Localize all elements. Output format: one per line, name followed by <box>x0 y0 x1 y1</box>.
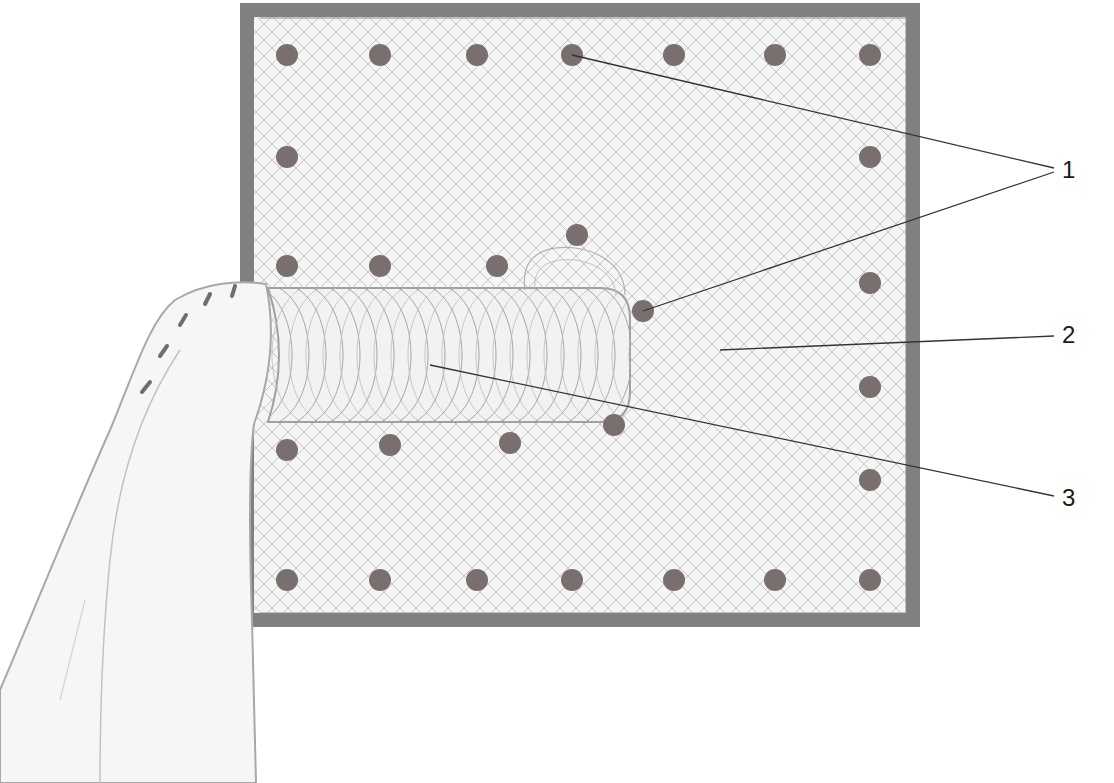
sutures <box>142 286 235 392</box>
frame-inner <box>260 18 906 613</box>
tunnel-flap <box>524 247 625 295</box>
stoma-tunnel <box>268 288 630 422</box>
frame <box>247 10 913 620</box>
mesh <box>254 17 906 613</box>
bowel-fold <box>100 350 180 783</box>
fixation-dots <box>276 44 881 591</box>
callout-number: 1 <box>1062 158 1075 182</box>
coil-windings <box>262 288 676 422</box>
bowel <box>0 282 271 783</box>
leader-lines <box>430 55 1054 496</box>
callout-number: 2 <box>1062 323 1075 347</box>
callout-number: 3 <box>1062 486 1075 510</box>
bowel-fold <box>60 600 85 700</box>
tunnel-flap <box>535 260 616 295</box>
